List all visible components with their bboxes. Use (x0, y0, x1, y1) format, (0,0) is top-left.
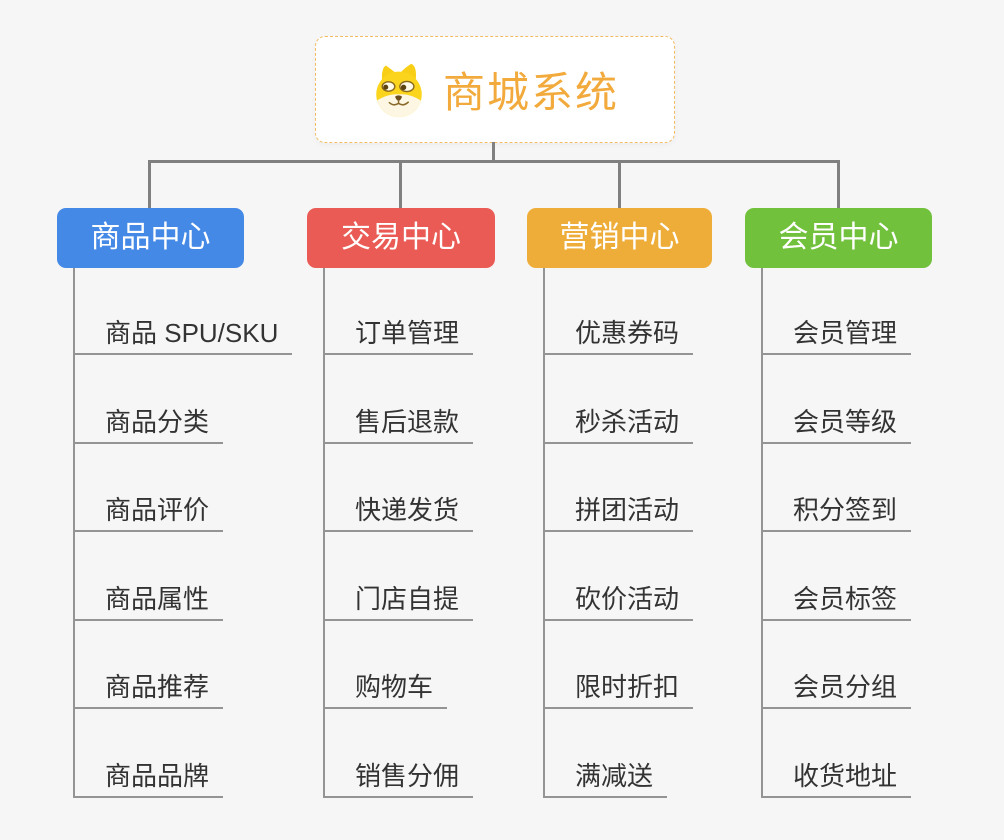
topic-node[interactable]: 会员分组 (763, 672, 912, 709)
branch-children-marketing-center: 优惠券码 秒杀活动 拼团活动 砍价活动 限时折扣 满减送 (543, 268, 694, 798)
branch-node-member-center[interactable]: 会员中心 (745, 208, 932, 268)
root-node-mall-system[interactable]: 商城系统 (315, 36, 675, 143)
branch-node-trade-center[interactable]: 交易中心 (307, 208, 495, 268)
topic-node[interactable]: 购物车 (325, 672, 448, 709)
topic-node[interactable]: 商品属性 (75, 584, 224, 621)
connector-stem-branch-4 (837, 160, 840, 208)
topic-node[interactable]: 销售分佣 (325, 761, 474, 798)
doge-icon (376, 63, 422, 117)
topic-node[interactable]: 订单管理 (325, 318, 474, 355)
topic-node[interactable]: 积分签到 (763, 495, 912, 532)
connector-root-stem (492, 142, 495, 162)
branch-children-member-center: 会员管理 会员等级 积分签到 会员标签 会员分组 收货地址 (761, 268, 912, 798)
topic-node[interactable]: 门店自提 (325, 584, 474, 621)
branch-children-product-center: 商品 SPU/SKU 商品分类 商品评价 商品属性 商品推荐 商品品牌 (73, 268, 293, 798)
topic-node[interactable]: 拼团活动 (545, 495, 694, 532)
topic-node[interactable]: 会员等级 (763, 407, 912, 444)
connector-horizontal (148, 160, 839, 163)
branch-node-marketing-center[interactable]: 营销中心 (527, 208, 712, 268)
topic-node[interactable]: 商品推荐 (75, 672, 224, 709)
branch-node-product-center[interactable]: 商品中心 (57, 208, 244, 268)
connector-stem-branch-2 (399, 160, 402, 208)
topic-node[interactable]: 限时折扣 (545, 672, 694, 709)
topic-node[interactable]: 商品 SPU/SKU (75, 318, 293, 355)
connector-stem-branch-3 (618, 160, 621, 208)
topic-node[interactable]: 收货地址 (763, 761, 912, 798)
topic-node[interactable]: 商品品牌 (75, 761, 224, 798)
topic-node[interactable]: 满减送 (545, 761, 668, 798)
topic-node[interactable]: 砍价活动 (545, 584, 694, 621)
topic-node[interactable]: 优惠券码 (545, 318, 694, 355)
topic-node[interactable]: 快递发货 (325, 495, 474, 532)
topic-node[interactable]: 会员标签 (763, 584, 912, 621)
topic-node[interactable]: 商品分类 (75, 407, 224, 444)
branch-children-trade-center: 订单管理 售后退款 快递发货 门店自提 购物车 销售分佣 (323, 268, 474, 798)
topic-node[interactable]: 秒杀活动 (545, 407, 694, 444)
connector-stem-branch-1 (148, 160, 151, 208)
root-title: 商城系统 (442, 69, 619, 116)
topic-node[interactable]: 售后退款 (325, 407, 474, 444)
topic-node[interactable]: 商品评价 (75, 495, 224, 532)
topic-node[interactable]: 会员管理 (763, 318, 912, 355)
